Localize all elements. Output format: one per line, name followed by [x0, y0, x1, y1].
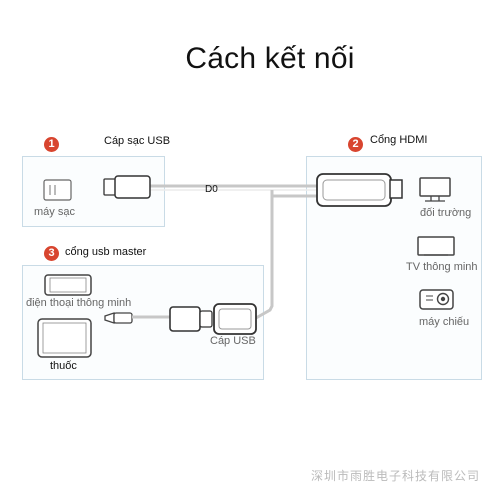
otg-adapter-icon: [169, 306, 213, 332]
usb-plug-icon: [103, 175, 151, 199]
section-badge-3: 3: [44, 246, 59, 261]
tv-label: TV thông minh: [406, 261, 478, 273]
watermark: 深圳市雨胜电子科技有限公司: [310, 469, 480, 483]
charger-label: máy sạc: [34, 206, 75, 218]
usb-cable-label: Cáp USB: [210, 335, 256, 347]
smartphone-icon: [44, 274, 92, 296]
section-badge-1: 1: [44, 137, 59, 152]
section-badge-2: 2: [348, 137, 363, 152]
section-label-usb-charging-cable: Cáp sạc USB: [104, 135, 171, 147]
tv-icon: [417, 236, 455, 256]
projector-label: máy chiếu: [419, 316, 470, 328]
tablet-label: thuốc: [50, 360, 77, 372]
monitor-label: đối trường: [420, 207, 472, 219]
micro-usb-plug-icon: [104, 312, 170, 324]
usb-port-icon: [213, 303, 257, 335]
page-title: Cách kết nối: [185, 42, 355, 75]
cable-tag: D0: [205, 184, 218, 195]
monitor-icon: [419, 177, 451, 202]
smartphone-label: điện thoại thông minh: [26, 297, 132, 309]
tablet-icon: [37, 318, 92, 358]
section-label-hdmi-port: Cổng HDMI: [370, 134, 428, 146]
hdmi-plug-icon: [316, 173, 403, 207]
charger-icon: [43, 179, 72, 201]
section-label-usb-master-port: cổng usb master: [65, 246, 147, 258]
projector-icon: [419, 289, 454, 310]
